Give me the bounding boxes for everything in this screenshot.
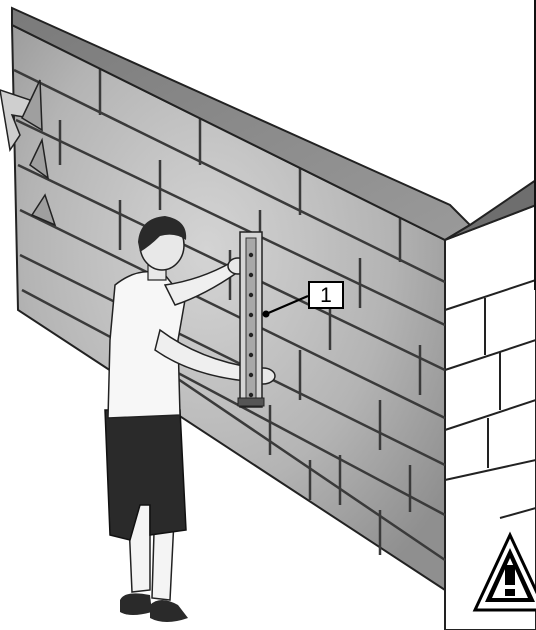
wall-bracket xyxy=(237,231,265,408)
callout-1: 1 xyxy=(308,281,344,309)
callout-1-label: 1 xyxy=(320,283,332,307)
brick-wall xyxy=(0,6,536,592)
warning-icon xyxy=(472,531,536,612)
installer-figure xyxy=(104,216,276,622)
callout-1-leader xyxy=(262,294,309,318)
